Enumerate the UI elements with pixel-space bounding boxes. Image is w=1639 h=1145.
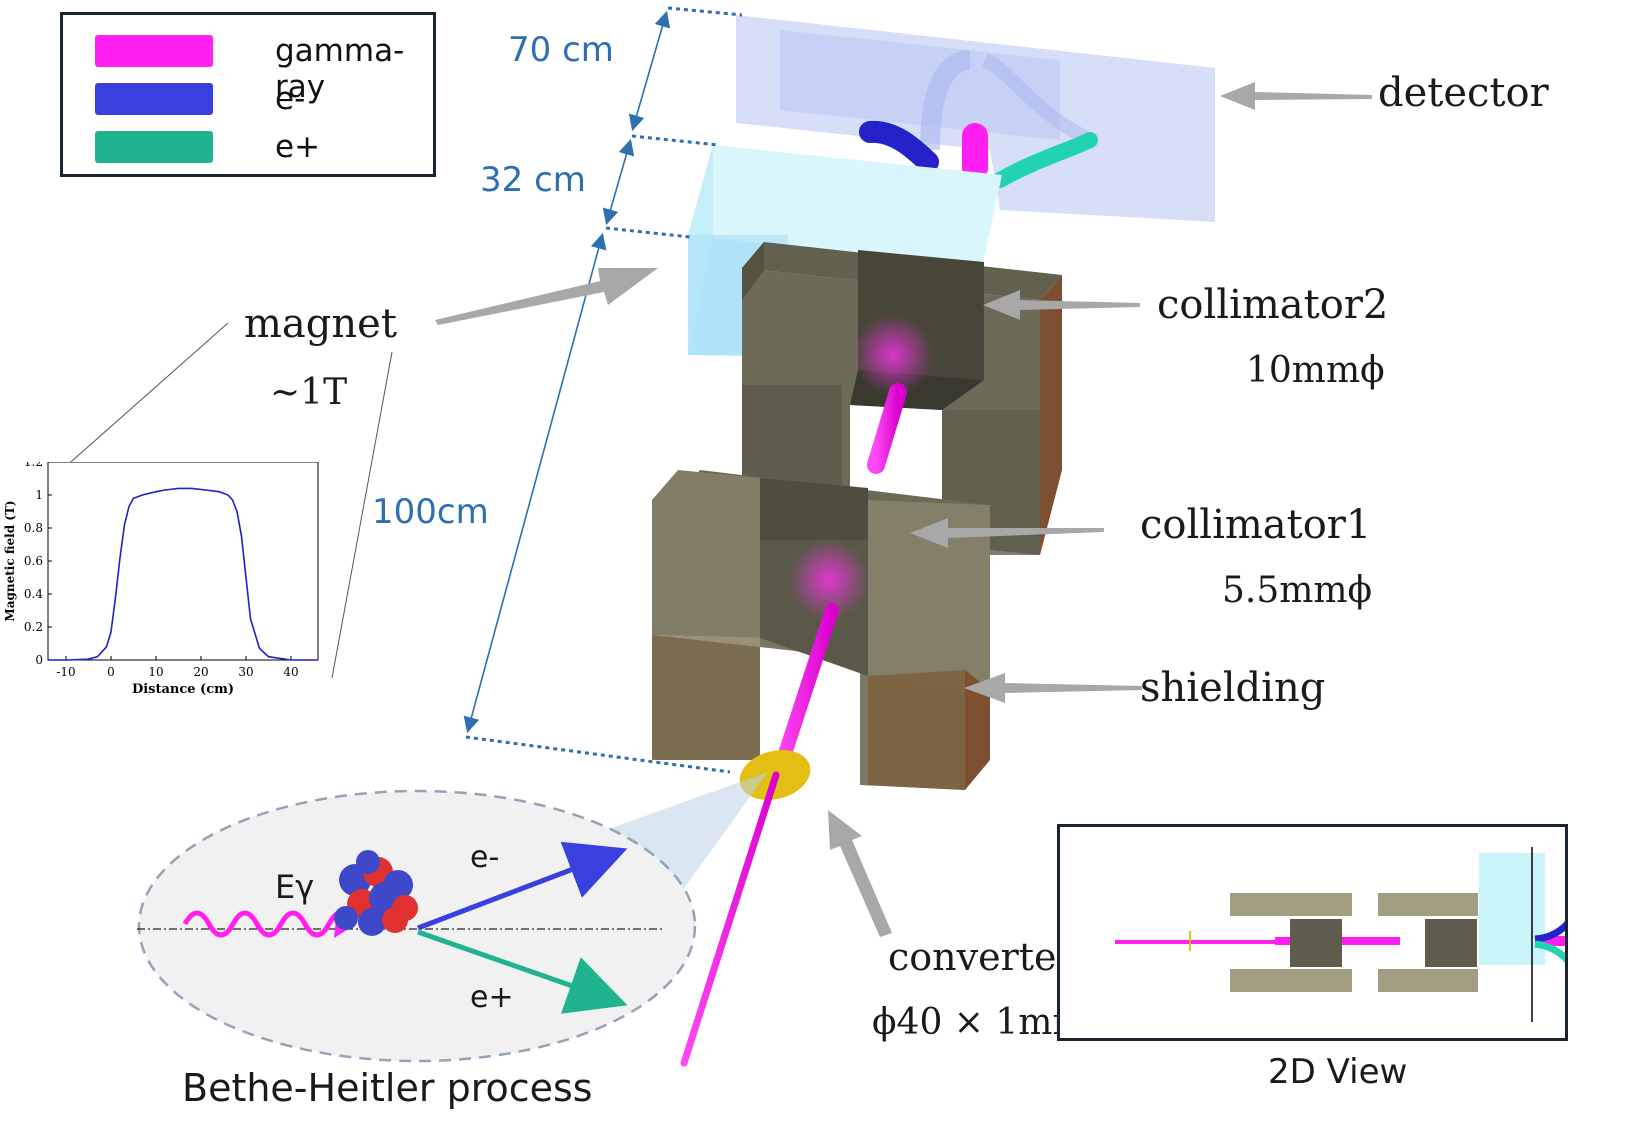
y-tick-label: 0.4: [24, 587, 43, 601]
x-tick-label: 0: [107, 665, 115, 679]
label-collimator2: collimator2: [1157, 282, 1388, 328]
dim-label-100cm: 100cm: [372, 492, 489, 532]
x-tick-label: 20: [193, 665, 208, 679]
label-magnet-field: ~1T: [270, 372, 347, 413]
x-tick-label: 30: [238, 665, 253, 679]
label-magnet: magnet: [244, 301, 397, 347]
label-collimator2-size: 10mmϕ: [1246, 350, 1385, 391]
plot-frame: [48, 462, 318, 660]
label-process-electron: e-: [470, 840, 499, 875]
label-converter-size: ϕ40 × 1mm: [872, 1002, 1087, 1043]
x-tick-label: 10: [148, 665, 163, 679]
dim-label-32cm: 32 cm: [480, 160, 586, 200]
y-tick-label: 0: [35, 653, 43, 667]
label-collimator1: collimator1: [1140, 502, 1371, 548]
x-tick-label: -10: [56, 665, 75, 679]
y-tick-label: 1.2: [24, 462, 43, 469]
legend-label-positron: e+: [275, 129, 320, 165]
legend-swatch-gamma: [95, 35, 213, 67]
label-view2d-title: 2D View: [1268, 1052, 1407, 1092]
callout-line-left: [55, 323, 228, 476]
y-axis-label: Magnetic field (T): [3, 500, 17, 621]
label-process-positron: e+: [470, 980, 514, 1015]
legend-label-electron: e-: [275, 81, 305, 117]
label-shielding: shielding: [1140, 665, 1325, 711]
label-photon-energy: Eγ: [275, 868, 314, 906]
dim-label-70cm: 70 cm: [508, 30, 614, 70]
legend: gamma-ray e- e+: [60, 12, 436, 177]
legend-swatch-electron: [95, 83, 213, 115]
bethe-heitler-inset: [137, 772, 768, 1061]
label-detector: detector: [1378, 70, 1549, 116]
label-collimator1-size: 5.5mmϕ: [1222, 570, 1372, 611]
view2d-panel: [1057, 824, 1568, 1041]
legend-swatch-positron: [95, 131, 213, 163]
y-tick-label: 0.8: [24, 521, 43, 535]
x-tick-label: 40: [283, 665, 298, 679]
label-process-title: Bethe-Heitler process: [182, 1066, 593, 1110]
view2d-illustration: [1060, 827, 1568, 1041]
y-tick-label: 1: [35, 488, 43, 502]
gamma-glow-2: [853, 315, 933, 395]
x-axis-label: Distance (cm): [132, 682, 234, 697]
label-converter: converter: [888, 935, 1075, 979]
y-tick-label: 0.2: [24, 620, 43, 634]
y-tick-label: 0.6: [24, 554, 43, 568]
